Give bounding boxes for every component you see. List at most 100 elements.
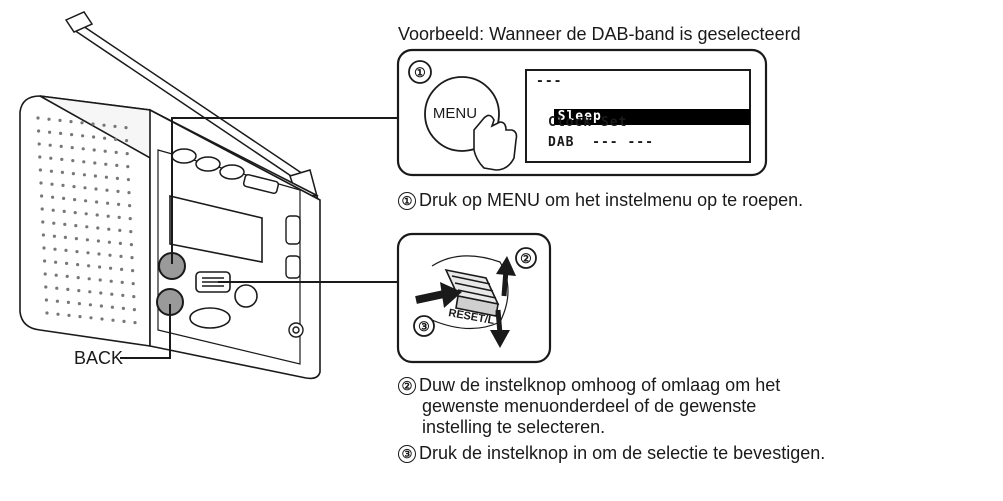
speaker-dot (114, 137, 118, 141)
leader-lines (120, 117, 400, 359)
speaker-dot (110, 305, 114, 309)
speaker-dot (98, 278, 102, 282)
speaker-dot (121, 293, 125, 297)
speaker-dot (117, 202, 121, 206)
speaker-dot (107, 240, 111, 244)
speaker-dot (108, 253, 112, 257)
speaker-dot (103, 136, 107, 140)
speaker-dot (65, 261, 69, 265)
speaker-dot (42, 246, 46, 250)
speaker-dot (71, 172, 75, 176)
speaker-dot (52, 221, 56, 225)
speaker-dot (99, 291, 103, 295)
step-2-line-1: Duw de instelknop omhoog of omlaag om he… (419, 375, 781, 395)
step-3-line-1: Druk de instelknop in om de selectie te … (419, 443, 826, 463)
callout-1-number: ① (414, 65, 426, 80)
step-2-line-3: instelling te selecteren. (422, 417, 606, 437)
speaker-dot (93, 161, 97, 165)
speaker-dot (98, 265, 102, 269)
speaker-dot (74, 237, 78, 241)
speaker-dot (128, 217, 132, 221)
speaker-dot (37, 129, 41, 133)
speaker-dot (64, 248, 68, 252)
speaker-dot (60, 157, 64, 161)
speaker-dot (111, 318, 115, 322)
speaker-dot (121, 306, 125, 310)
speaker-dot (61, 183, 65, 187)
step-1-number: ① (398, 192, 416, 210)
speaker-dot (96, 226, 100, 230)
speaker-dot (41, 233, 46, 237)
speaker-dot (70, 146, 74, 150)
callout-1-number-circle (408, 60, 432, 84)
front-button-round[interactable] (234, 284, 258, 308)
speaker-dot (44, 298, 49, 302)
speaker-dot (131, 282, 135, 286)
speaker-dot (45, 311, 49, 315)
speaker-dot (60, 170, 64, 174)
speaker-dot (87, 264, 91, 268)
speaker-dot (70, 133, 74, 137)
speaker-dot (47, 117, 51, 121)
lcd-row-1: --- (536, 74, 563, 89)
front-button-oval[interactable] (189, 307, 231, 329)
speaker-dot (132, 295, 136, 299)
speaker-dot (115, 176, 119, 180)
speaker-dot (58, 118, 62, 122)
speaker-dot (106, 214, 110, 218)
speaker-dot (117, 215, 121, 219)
pressing-finger-icon (473, 114, 518, 171)
speaker-dot (92, 148, 96, 152)
speaker-dot (40, 207, 44, 211)
speaker-dot (72, 185, 76, 189)
knob-arrows (415, 256, 516, 348)
speaker-dot (125, 152, 129, 156)
lcd-row-4: DAB --- --- (548, 135, 654, 150)
speaker-dot (40, 194, 44, 198)
speaker-dot (85, 238, 89, 242)
speaker-dot (59, 131, 63, 135)
speaker-dot (55, 299, 60, 303)
speaker-dot (103, 149, 107, 153)
speaker-dot (96, 239, 100, 243)
callout-step-numbers (413, 247, 537, 337)
lcd-row-3: Clock Set (548, 115, 628, 130)
speaker-dot (87, 277, 91, 281)
speaker-dot (38, 155, 42, 159)
speaker-dot (66, 287, 70, 291)
speaker-dot (76, 263, 80, 267)
step-3-marker: ③ (418, 319, 430, 334)
speaker-dot (62, 196, 66, 200)
speaker-dot (55, 286, 59, 290)
speaker-dot (81, 147, 85, 151)
speaker-dot (128, 204, 132, 208)
speaker-dot (43, 259, 47, 263)
speaker-dot (77, 302, 81, 306)
speaker-dot (54, 260, 58, 264)
speaker-dot (126, 165, 130, 169)
step-2-number: ② (398, 377, 416, 395)
speaker-dot (95, 213, 99, 217)
speaker-dot (107, 227, 111, 231)
speaker-dot (125, 139, 129, 143)
step-3-number: ③ (398, 445, 416, 463)
speaker-dot (92, 135, 96, 139)
speaker-dot (106, 201, 110, 205)
speaker-dot (91, 122, 95, 126)
speaker-dot (52, 234, 57, 238)
back-label: BACK (74, 348, 124, 368)
speaker-dot (88, 303, 92, 307)
speaker-dot (104, 162, 108, 166)
speaker-dot (105, 188, 109, 192)
speaker-dot (129, 230, 133, 234)
speaker-dot (36, 116, 40, 120)
speaker-dot (59, 144, 63, 148)
speaker-dot (49, 156, 53, 160)
speaker-grille (36, 116, 137, 325)
side-slot-top (285, 215, 301, 245)
speaker-dot (39, 181, 43, 185)
speaker-dot (118, 228, 122, 232)
speaker-dot (122, 319, 126, 323)
